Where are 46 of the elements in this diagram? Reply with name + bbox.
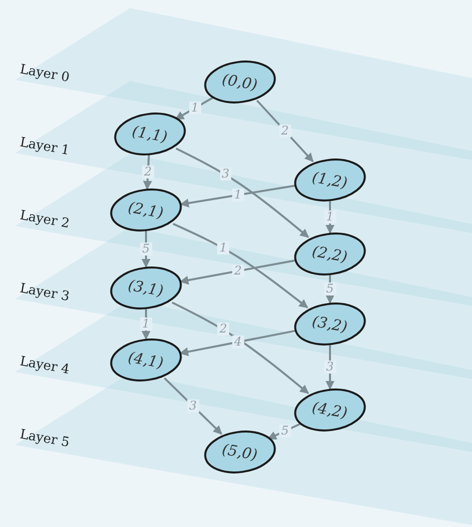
- arrow: [174, 96, 215, 120]
- arrow: [176, 148, 310, 238]
- edge-label: 2: [142, 166, 154, 178]
- node-label: (3,1): [126, 276, 166, 300]
- edge-label: 1: [217, 241, 230, 254]
- arrow: [256, 100, 314, 162]
- edge-label: 1: [232, 188, 244, 202]
- edge-label: 2: [217, 322, 230, 336]
- edge-label: 4: [232, 336, 244, 348]
- edge-label: 3: [324, 360, 336, 374]
- layer-label: Layer 1: [18, 135, 71, 159]
- edge-label: 5: [279, 424, 291, 438]
- arrow: [267, 422, 302, 440]
- arrow: [164, 377, 222, 435]
- node-label: (3,2): [310, 312, 350, 336]
- layer-label: Layer 3: [18, 281, 71, 305]
- edge-label: 1: [189, 102, 201, 114]
- edge-label: 5: [324, 282, 336, 296]
- layer-label: Layer 2: [18, 208, 71, 232]
- node-label: (1,1): [130, 122, 170, 146]
- node-label: (2,2): [310, 242, 350, 266]
- node-label: (0,0): [220, 70, 260, 94]
- arrow: [172, 302, 309, 394]
- arrow: [179, 259, 296, 285]
- node-label: (2,1): [126, 198, 166, 222]
- node-label: (4,1): [126, 348, 166, 372]
- arrow: [180, 184, 296, 208]
- arrow: [326, 275, 334, 304]
- arrow: [172, 222, 308, 308]
- layer-label: Layer 4: [18, 354, 71, 378]
- edge-label: 3: [220, 168, 232, 181]
- arrow: [142, 231, 150, 268]
- node-label: (1,2): [310, 168, 350, 192]
- arrow: [143, 154, 152, 190]
- layer-label: Layer 5: [18, 427, 71, 451]
- arrow: [179, 330, 296, 356]
- edge-label: 1: [140, 318, 152, 330]
- node-label: (5,0): [220, 440, 260, 464]
- arrow: [326, 345, 334, 390]
- node-label: (4,2): [310, 398, 350, 422]
- edge-label: 2: [279, 124, 291, 138]
- layer-label: Layer 0: [18, 62, 71, 86]
- edge-label: 5: [140, 242, 152, 256]
- edge-label: 2: [232, 264, 244, 278]
- edge-label: 3: [187, 400, 199, 412]
- edge-label: 1: [324, 210, 336, 224]
